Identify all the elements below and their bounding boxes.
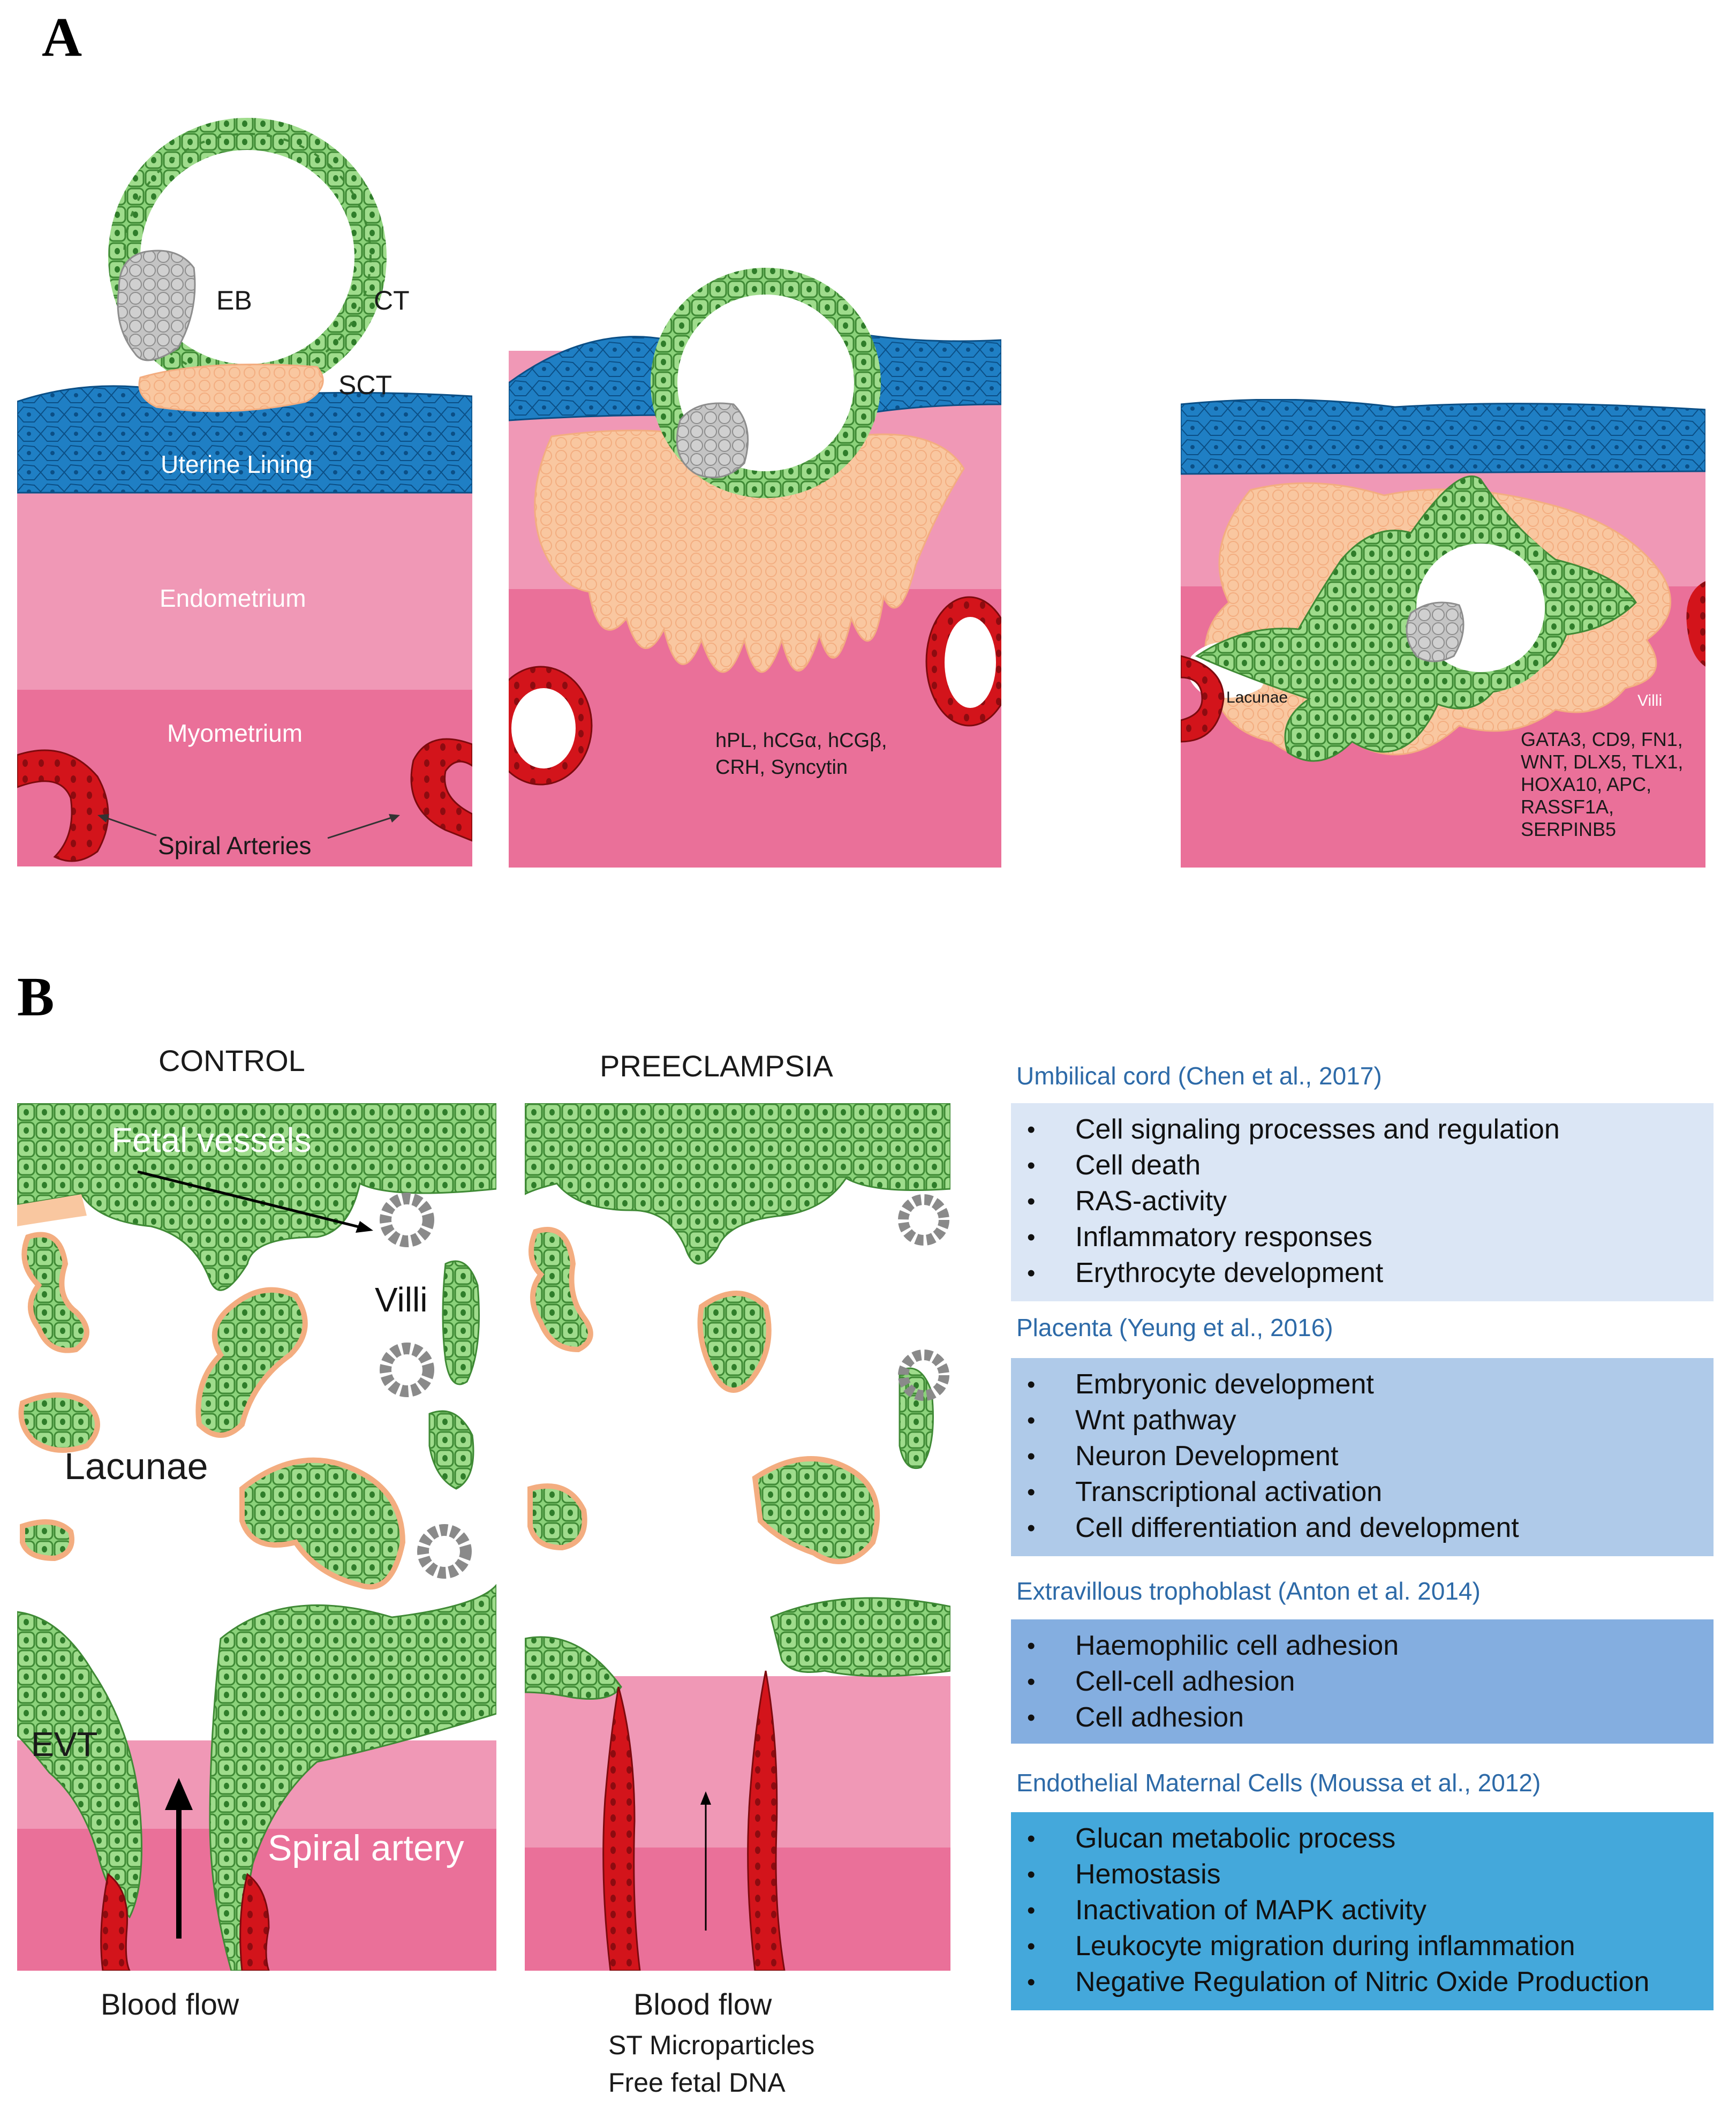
uterine-lining-label: Uterine Lining [161,450,313,478]
list-item: •Cell signaling processes and regulation [1027,1114,1560,1145]
section-title-evt: Extravillous trophoblast (Anton et al. 2… [1016,1577,1481,1605]
placenta-box: •Embryonic development •Wnt pathway •Neu… [1011,1358,1714,1556]
list-item: •Negative Regulation of Nitric Oxide Pro… [1027,1966,1650,1997]
list-item: •Cell-cell adhesion [1027,1666,1295,1697]
eb-label: EB [216,285,252,315]
section-title-endothelial: Endothelial Maternal Cells (Moussa et al… [1016,1769,1541,1797]
preeclampsia-blood-flow-label: Blood flow [633,1987,772,2021]
ct-label: CT [374,285,410,315]
endometrium-label: Endometrium [160,584,306,612]
umbilical-cord-box: •Cell signaling processes and regulation… [1011,1103,1714,1301]
list-item: •Glucan metabolic process [1027,1823,1396,1854]
extravillous-trophoblast-box: •Haemophilic cell adhesion •Cell-cell ad… [1011,1619,1714,1744]
list-item: •Cell adhesion [1027,1702,1244,1733]
list-item: •Wnt pathway [1027,1405,1236,1436]
stage2-markers-line1: hPL, hCGα, hCGβ, [715,729,887,752]
gene-list-line4: RASSF1A, [1521,796,1614,818]
control-blood-flow-label: Blood flow [101,1987,239,2021]
list-item: •Hemostasis [1027,1859,1221,1890]
spiral-artery-label: Spiral artery [268,1828,464,1868]
villi-label-a: Villi [1637,692,1663,710]
lacunae-label-b: Lacunae [64,1445,208,1487]
stage2-illustration [509,268,1001,868]
panel-a-label: A [42,6,82,68]
list-item: •Neuron Development [1027,1441,1339,1472]
myometrium-label: Myometrium [167,719,303,747]
fetal-vessels-label: Fetal vessels [111,1121,312,1159]
gene-list-line5: SERPINB5 [1521,818,1617,840]
list-item: •Haemophilic cell adhesion [1027,1630,1399,1661]
gene-list-line3: HOXA10, APC, [1521,773,1652,795]
free-fetal-dna-label: Free fetal DNA [608,2068,786,2098]
sct-label: SCT [338,370,392,400]
section-title-placenta: Placenta (Yeung et al., 2016) [1016,1314,1333,1341]
stage2-markers-line2: CRH, Syncytin [715,756,848,779]
list-item: •Leukocyte migration during inflammation [1027,1931,1575,1962]
panel-b-label: B [17,966,55,1028]
list-item: •Inflammatory responses [1027,1222,1372,1253]
list-item: •Cell death [1027,1150,1201,1181]
preeclampsia-illustration [525,1103,950,1971]
gene-list-line2: WNT, DLX5, TLX1, [1521,751,1684,773]
gene-list-line1: GATA3, CD9, FN1, [1521,728,1683,750]
st-microparticles-label: ST Microparticles [608,2030,815,2060]
list-item: •RAS-activity [1027,1186,1227,1217]
preeclampsia-title: PREECLAMPSIA [600,1049,833,1083]
control-title: CONTROL [158,1044,305,1077]
list-item: •Erythrocyte development [1027,1257,1384,1288]
stage3-illustration [1181,399,1705,868]
stage1-illustration [17,118,472,866]
lacunae-label-a: Lacunae [1226,689,1288,706]
list-item: •Transcriptional activation [1027,1476,1383,1507]
control-illustration [17,1103,496,1971]
endothelial-maternal-box: •Glucan metabolic process •Hemostasis •I… [1011,1812,1714,2010]
section-title-umbilical: Umbilical cord (Chen et al., 2017) [1016,1062,1382,1090]
list-item: •Inactivation of MAPK activity [1027,1895,1427,1926]
spiral-arteries-label: Spiral Arteries [158,832,312,860]
list-item: •Cell differentiation and development [1027,1512,1519,1543]
list-item: •Embryonic development [1027,1369,1374,1400]
evt-label: EVT [31,1725,98,1763]
villi-label-b: Villi [375,1280,428,1319]
